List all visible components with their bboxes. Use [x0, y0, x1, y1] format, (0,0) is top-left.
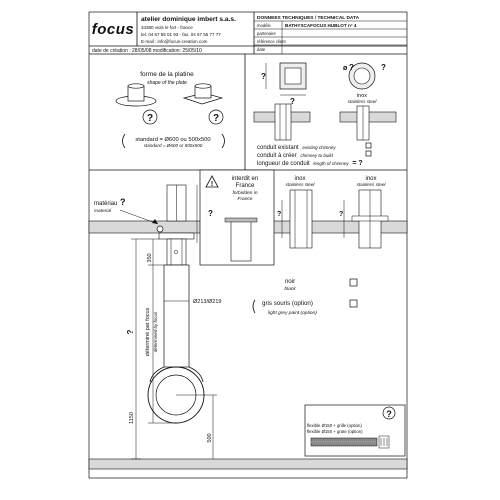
dim-pipe-diameter: Ø213/Ø219: [193, 299, 221, 305]
forbidden-en-1: forbidden in: [232, 190, 257, 196]
flex-line-1: flexible Ø150 + grille (option): [307, 423, 362, 428]
forbidden-fr-2: France: [236, 183, 255, 189]
company-email: E-mail : info@focus-creation.com: [141, 39, 208, 44]
tobuild-chimney: conduit à créer: [257, 153, 297, 159]
finish-gris-checkbox[interactable]: [349, 299, 358, 308]
inox-2-en: stainless steel: [357, 182, 387, 187]
top-collar: [166, 238, 187, 266]
date-label: date: [257, 47, 266, 52]
floor-band: [88, 458, 408, 470]
inox-2: inox: [365, 176, 376, 182]
warning-mark: !: [211, 181, 213, 188]
chimney-detail-section: ? ? ø ? ? inox stainless steel conduit e…: [253, 62, 397, 167]
focus-logo: focus: [92, 21, 135, 38]
finish-gris-en: light grey paint (option): [268, 310, 317, 316]
model-label: modèle: [257, 23, 271, 28]
material-en: material: [94, 208, 112, 214]
techdata-title: DONNEES TECHNIQUES / TECHNICAL DATA: [257, 15, 360, 21]
elevation-section: 350 Ø213/Ø219 déterminé par focus determ…: [88, 169, 408, 470]
client-label: référence client: [257, 39, 286, 44]
dim-determined: déterminé par focus: [145, 307, 151, 356]
existing-chimney: conduit existant: [257, 145, 299, 151]
tobuild-chimney-label: conduit à créer chimney to build: [257, 153, 333, 159]
model-value: BATHYSCAFOCUS HUBLOT n° 4: [285, 23, 357, 28]
square-q-bottom: ?: [290, 97, 295, 106]
existing-chimney-label: conduit existant existing chimney: [257, 145, 336, 151]
round-inox: inox: [357, 93, 367, 99]
plate-standard: standard = Ø600 ou 500x500: [135, 137, 210, 143]
length-chimney: longueur de conduit: [257, 161, 310, 167]
round-inox-en: stainless steel: [348, 99, 378, 104]
plate-question-circle-1: [142, 109, 158, 125]
length-chimney-label: longueur de conduit length of chimney = …: [257, 160, 363, 167]
round-q2: ?: [381, 63, 386, 72]
tobuild-chimney-en: chimney to build: [300, 153, 333, 158]
round-plate-drawing: [115, 83, 157, 107]
existing-chimney-checkbox[interactable]: [365, 142, 372, 149]
finish-gris: gris souris (option): [262, 300, 313, 307]
material-q: ?: [120, 197, 126, 207]
round-q1: ?: [349, 63, 354, 72]
material-fr: matériau: [94, 201, 117, 207]
plate-question-circle-2: [208, 109, 224, 125]
dim-500: 500: [207, 433, 213, 442]
plate-section: forme de la platine shape of the plate ?…: [115, 71, 225, 149]
inox-2-q: ?: [339, 211, 343, 218]
material-dot: [156, 225, 164, 233]
partner-label: partenaire: [257, 31, 277, 36]
round-phi: ø: [343, 65, 348, 72]
company-name: atelier dominique imbert s.a.s.: [141, 16, 236, 23]
existing-chimney-en: existing chimney: [302, 145, 336, 150]
ceiling-plate: [158, 232, 195, 240]
flex-line-2: flexible Ø150 + grate (option): [307, 429, 363, 434]
forbidden-en-2: France: [238, 196, 253, 202]
flex-question: ?: [386, 409, 392, 419]
dim-question: ?: [126, 329, 135, 334]
material-label: matériau ?: [94, 197, 126, 207]
dim-350: 350: [147, 253, 153, 262]
company-phone: tel. 04 67 55 01 93 - fax. 04 67 55 77 7…: [141, 32, 221, 37]
square-plate-drawing: [182, 83, 224, 105]
dates-line: date de création : 28/05/08 modification…: [92, 48, 202, 54]
tobuild-chimney-checkbox[interactable]: [365, 150, 372, 157]
inox-1: inox: [294, 176, 305, 182]
plate-subtitle: shape of the plate: [147, 80, 187, 86]
inox-1-q: ?: [277, 211, 281, 218]
dim-1150: 1150: [129, 412, 135, 424]
finish-noir-checkbox[interactable]: [349, 278, 358, 287]
header: focus atelier dominique imbert s.a.s. 34…: [89, 12, 407, 55]
warning-icon: [205, 175, 219, 188]
forbidden-q: ?: [208, 209, 213, 218]
plate-title: forme de la platine: [140, 71, 194, 78]
square-q-left: ?: [261, 72, 266, 81]
length-chimney-en: length of chimney: [313, 161, 349, 166]
forbidden-fr-1: interdit en: [232, 176, 258, 182]
dim-determined-en: determined by focus: [153, 311, 158, 352]
finish-noir: noir: [285, 278, 295, 285]
plate-question-1: ?: [147, 113, 153, 124]
length-chimney-eq: = ?: [352, 160, 362, 167]
finish-black: black: [284, 286, 296, 292]
main-pipe: [163, 264, 190, 368]
plate-standard-en: standard = Ø600 or 500x500: [144, 143, 203, 148]
plate-question-2: ?: [213, 113, 219, 124]
inox-1-en: stainless steel: [286, 182, 316, 187]
company-address: 34380 viols le fort - france: [141, 25, 193, 30]
flex-question-circle: [382, 406, 396, 420]
